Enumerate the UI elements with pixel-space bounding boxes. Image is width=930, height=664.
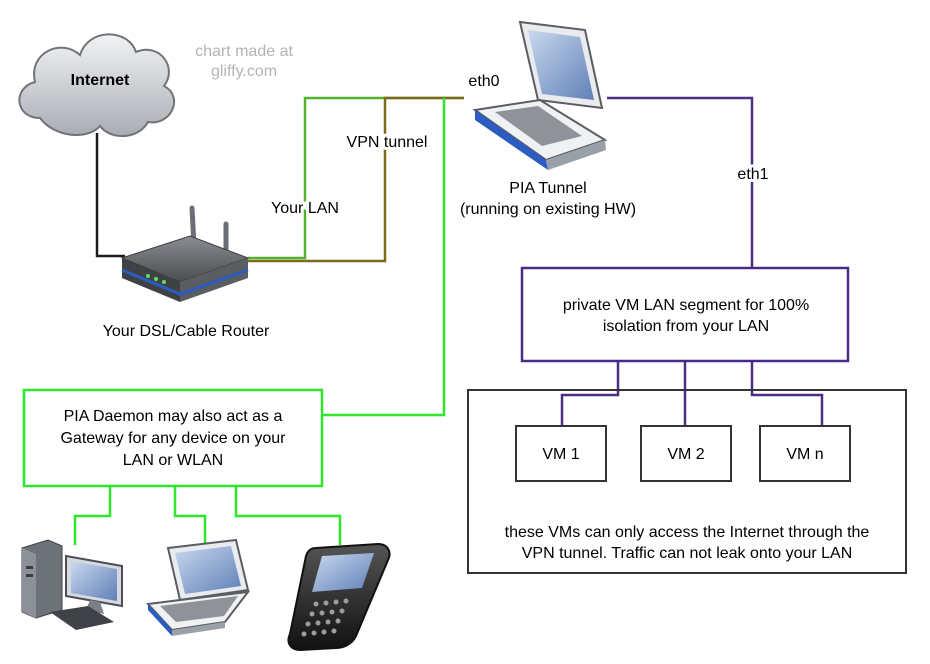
your-lan-label: Your LAN bbox=[271, 200, 339, 217]
vm1-box bbox=[515, 425, 607, 482]
gateway-line2: Gateway for any device on your bbox=[60, 430, 286, 447]
vmn-label: VM n bbox=[786, 446, 823, 463]
vm-lan-line1: private VM LAN segment for 100% bbox=[563, 297, 809, 314]
watermark-line1: chart made at bbox=[195, 43, 293, 60]
connections bbox=[73, 96, 824, 545]
router-label: Your DSL/Cable Router bbox=[103, 323, 270, 340]
vm2-label: VM 2 bbox=[667, 446, 704, 463]
vmn-link bbox=[750, 361, 824, 426]
pia-tunnel-sublabel: (running on existing HW) bbox=[460, 201, 636, 218]
gateway-box bbox=[22, 388, 324, 488]
vm-container-box bbox=[467, 389, 907, 574]
internet-router-link bbox=[95, 133, 125, 258]
pia-laptop-icon bbox=[472, 20, 608, 170]
gateway-line1: PIA Daemon may also act as a bbox=[64, 408, 283, 425]
smartphone-icon bbox=[287, 542, 391, 652]
eth1-label: eth1 bbox=[737, 166, 768, 183]
phone-link bbox=[234, 486, 342, 545]
laptop-icon bbox=[145, 538, 251, 636]
gateway-line3: LAN or WLAN bbox=[123, 452, 223, 469]
vm-note-line1: these VMs can only access the Internet t… bbox=[505, 524, 870, 541]
vm-lan-line2: isolation from your LAN bbox=[603, 318, 769, 335]
router-icon bbox=[120, 205, 250, 302]
vpn-tunnel-link bbox=[248, 96, 464, 263]
vmn-box bbox=[759, 425, 851, 482]
vm1-label: VM 1 bbox=[542, 446, 579, 463]
desktop-link bbox=[73, 486, 112, 545]
vpn-tunnel-label: VPN tunnel bbox=[347, 134, 428, 151]
vm-note-line2: VPN tunnel. Traffic can not leak onto yo… bbox=[522, 545, 853, 562]
gateway-link bbox=[322, 98, 446, 417]
pia-tunnel-label: PIA Tunnel bbox=[509, 180, 586, 197]
eth1-link bbox=[607, 96, 754, 268]
internet-cloud-icon bbox=[18, 33, 176, 138]
internet-label: Internet bbox=[71, 72, 130, 89]
watermark-line2: gliffy.com bbox=[211, 63, 277, 80]
desktop-computer-icon bbox=[21, 539, 123, 630]
vm1-link bbox=[560, 361, 620, 426]
eth0-label: eth0 bbox=[468, 73, 499, 90]
laptop2-link bbox=[173, 486, 207, 545]
your-lan-link bbox=[248, 96, 464, 260]
vm2-box bbox=[640, 425, 732, 482]
vm-lan-box bbox=[520, 266, 850, 363]
